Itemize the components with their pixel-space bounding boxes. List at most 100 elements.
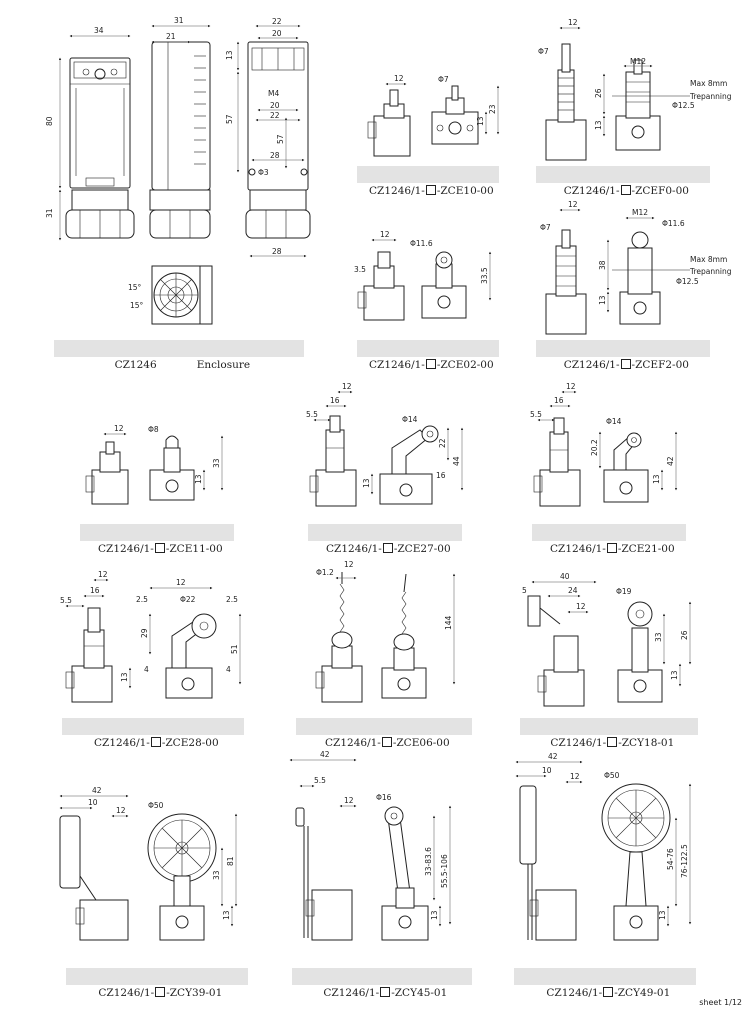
dim-enclosure-m4: M4 <box>268 89 279 98</box>
dim-zce10-h23: 23 <box>488 104 497 114</box>
dim-zcef2-trep: Trepanning <box>689 267 732 276</box>
dim-zce02-phi116: Φ11.6 <box>410 239 433 248</box>
caption-zce10-prefix: CZ1246/1- <box>369 185 425 197</box>
dim-enclosure-i28: 28 <box>270 151 280 160</box>
dim-enclosure-ang15a: 15° <box>128 283 142 292</box>
option-box-icon <box>382 543 393 553</box>
caption-zcy45: CZ1246/1- -ZCY45-01 <box>292 968 472 999</box>
zce11-drawing: 12 Φ8 13 33 <box>85 424 224 505</box>
caption-zce02-suffix: -ZCE02-00 <box>436 359 494 371</box>
dim-zcy18-h26: 26 <box>680 630 689 640</box>
dim-zcy45-phi16: Φ16 <box>376 793 392 802</box>
dim-zce28-h13: 13 <box>120 672 129 682</box>
dim-zce11-h13: 13 <box>194 474 203 484</box>
dim-zcy39-w10: 10 <box>88 798 98 807</box>
option-box-icon <box>155 987 166 997</box>
dim-enclosure-w22: 22 <box>272 17 282 26</box>
dim-zce21-h13: 13 <box>652 474 661 484</box>
dim-zcef0-phi125: Φ12.5 <box>672 101 695 110</box>
dim-enclosure-h13: 13 <box>225 50 234 60</box>
caption-zcy49-suffix: -ZCY49-01 <box>614 987 671 999</box>
dim-zcy18-w24: 24 <box>568 586 578 595</box>
caption-zcy45-suffix: -ZCY45-01 <box>391 987 448 999</box>
dim-zce06-w12: 12 <box>344 560 354 569</box>
dim-zce11-h33: 33 <box>212 458 221 468</box>
dim-zcy49-w12: 12 <box>570 772 580 781</box>
caption-zce11-suffix: -ZCE11-00 <box>165 543 223 555</box>
caption-zce02-prefix: CZ1246/1- <box>369 359 425 371</box>
dim-zce02-w12: 12 <box>380 230 390 239</box>
dim-zce21-w55: 5.5 <box>530 410 542 419</box>
option-box-icon <box>150 737 161 747</box>
zce06-drawing: Φ1.2 12 144 <box>315 560 456 703</box>
dim-zcy18-h33: 33 <box>654 632 663 642</box>
dim-zce28-w16: 16 <box>90 586 100 595</box>
dim-zce27-h22: 22 <box>438 438 447 448</box>
dim-zcy45-w42: 42 <box>320 750 330 759</box>
zcef2-drawing: 12 Φ7 M12 Φ11.6 38 13 Max 8mm Trepanning… <box>540 200 732 335</box>
dim-zcef0-phi7: Φ7 <box>538 47 549 56</box>
dim-zce28-w55: 5.5 <box>60 596 72 605</box>
dim-zcef2-h13: 13 <box>598 295 607 305</box>
dim-zcy49-w10: 10 <box>542 766 552 775</box>
zcy45-drawing: 42 5.5 12 Φ16 33-83.6 55.5-106 13 <box>289 750 452 941</box>
caption-zcy45-prefix: CZ1246/1- <box>323 987 380 999</box>
dim-zcy49-h76: 76-122.5 <box>680 844 689 878</box>
enclosure-drawing: 34 80 31 31 21 <box>45 16 311 325</box>
dim-zce27-phi14: Φ14 <box>402 415 418 424</box>
option-box-icon <box>620 185 631 195</box>
dim-zcy45-h13: 13 <box>430 910 439 920</box>
dim-zce28-h29: 29 <box>140 628 149 638</box>
dim-zcef0-h26: 26 <box>594 88 603 98</box>
zce02-drawing: 12 3.5 Φ11.6 33.5 <box>354 230 492 321</box>
dim-zcy45-w55: 5.5 <box>314 776 326 785</box>
caption-zcef0: CZ1246/1--ZCEF0-00 <box>536 166 710 197</box>
caption-zce06: CZ1246/1- -ZCE06-00 <box>296 718 472 749</box>
caption-zce27: CZ1246/1--ZCE27-00 <box>308 524 462 555</box>
dim-zcef2-w12: 12 <box>568 200 578 209</box>
zcy49-drawing: 42 10 12 Φ50 54-76 76-122.5 13 <box>515 752 692 941</box>
dim-enclosure-i57: 57 <box>276 134 285 144</box>
dim-zce27-h44: 44 <box>452 456 461 466</box>
dim-zcy39-h81: 81 <box>226 856 235 866</box>
dim-enclosure-i20: 20 <box>270 101 280 110</box>
dim-zcy18-w5: 5 <box>522 586 527 595</box>
dim-zce06-phi12: Φ1.2 <box>316 568 334 577</box>
dim-zce28-w25b: 2.5 <box>226 595 238 604</box>
dim-zcy18-h13: 13 <box>670 670 679 680</box>
dim-zcef2-m12: M12 <box>632 208 648 217</box>
caption-zcef0-prefix: CZ1246/1- <box>563 185 620 197</box>
zce21-drawing: 12 5.5 16 Φ14 20.2 42 13 <box>530 382 678 507</box>
dim-zce28-phi22: Φ22 <box>180 595 196 604</box>
dim-zcef2-phi7: Φ7 <box>540 223 551 232</box>
dim-zce27-h13: 13 <box>362 478 371 488</box>
caption-zce02: CZ1246/1- -ZCE02-00 <box>357 340 499 371</box>
caption-zce21-prefix: CZ1246/1- <box>550 543 606 555</box>
dim-zcef2-max: Max 8mm <box>690 255 727 264</box>
dim-zce02-h335: 33.5 <box>480 267 489 284</box>
caption-zce27-prefix: CZ1246/1- <box>326 543 382 555</box>
dim-zce27-w12: 12 <box>342 382 352 391</box>
caption-zcy39: CZ1246/1--ZCY39-01 <box>66 968 248 999</box>
sheet-footer: sheet 1/12 <box>699 998 742 1007</box>
caption-zce06-prefix: CZ1246/1- <box>325 737 381 749</box>
caption-zce28-suffix: -ZCE28-00 <box>161 737 219 749</box>
caption-zce21-suffix: -ZCE21-00 <box>617 543 675 555</box>
dim-zce27-w55: 5.5 <box>306 410 318 419</box>
dim-zce28-w12: 12 <box>98 570 108 579</box>
dim-zcef0-m12: M12 <box>630 57 646 66</box>
caption-zce10-suffix: -ZCE10-00 <box>436 185 494 197</box>
dim-zcy18-w40: 40 <box>560 572 570 581</box>
caption-zce28-prefix: CZ1246/1- <box>94 737 150 749</box>
dim-zce21-w16: 16 <box>554 396 564 405</box>
caption-zce06-suffix: -ZCE06-00 <box>392 737 450 749</box>
dim-zcef0-trep: Trepanning <box>689 92 732 101</box>
caption-zcef2-suffix: -ZCEF2-00 <box>631 359 689 371</box>
caption-zcy18: CZ1246/1--ZCY18-01 <box>520 718 698 749</box>
caption-enclosure: CZ1246 Enclosure <box>54 340 304 371</box>
dim-zcy39-w12: 12 <box>116 806 126 815</box>
dim-enclosure-w20: 20 <box>272 29 282 38</box>
dim-enclosure-h57: 57 <box>225 114 234 124</box>
